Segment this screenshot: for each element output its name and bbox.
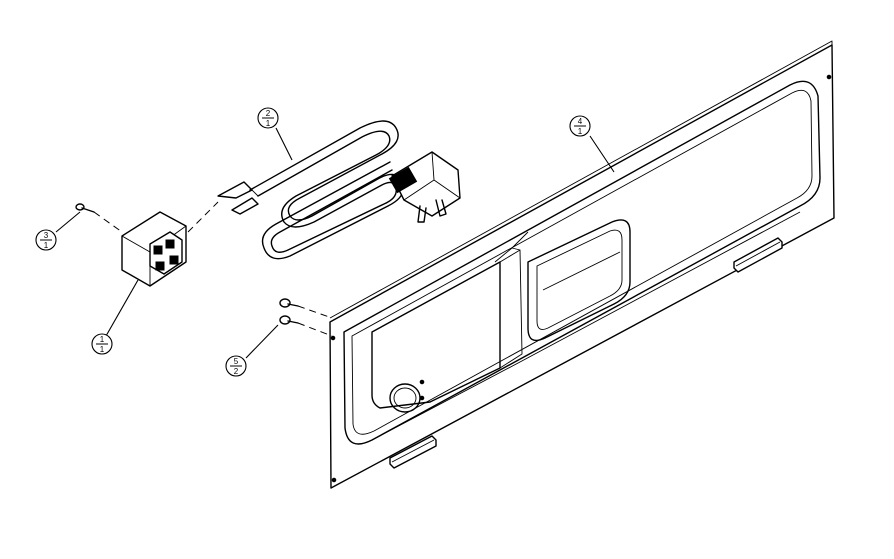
callout-5: 5 2 [225,355,247,377]
callout-5-qty: 2 [234,367,239,376]
screws-5[interactable] [279,298,299,325]
callout-2-qty: 1 [266,119,271,128]
screw-3[interactable] [75,203,95,213]
callout-5-item: 5 [234,357,239,366]
callout-1-qty: 1 [100,345,105,354]
control-panel[interactable] [329,40,835,489]
callout-4-qty: 1 [578,127,583,136]
callout-2-item: 2 [266,109,271,118]
callout-3-qty: 1 [44,241,49,250]
leader-lines [55,127,615,359]
callout-3: 3 1 [35,229,57,251]
callout-4: 4 1 [569,115,591,137]
terminal-block[interactable] [121,211,187,287]
callout-1-item: 1 [100,335,105,344]
callout-1: 1 1 [91,333,113,355]
assembly-lines [93,201,333,337]
callout-4-item: 4 [578,117,583,126]
callout-2: 2 1 [257,107,279,129]
heating-element[interactable] [217,120,461,260]
callout-3-item: 3 [44,231,49,240]
